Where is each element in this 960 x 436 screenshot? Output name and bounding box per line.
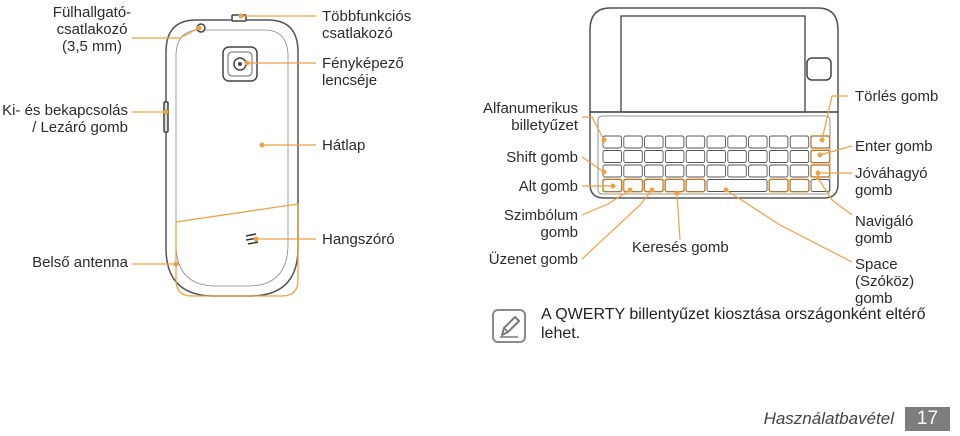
antenna-region: [175, 203, 299, 297]
callout-dots: [163, 13, 825, 267]
keyboard-key: [623, 179, 643, 192]
keyboard-key: [706, 135, 726, 149]
keyboard-key: [685, 150, 706, 163]
label-internal-antenna: Belső antenna: [32, 254, 128, 271]
keyboard-key: [664, 150, 685, 163]
function-key-highlight: [789, 178, 810, 193]
callout-lines: [132, 15, 853, 265]
keyboard-key: [706, 150, 726, 163]
keyboard-key: [602, 150, 622, 163]
keyboard-key: [644, 135, 664, 149]
keyboard-key: [664, 164, 685, 178]
label-camera-lens: Fényképező lencséje: [322, 55, 404, 89]
label-delete-key: Törlés gomb: [855, 88, 939, 105]
keyboard-key: [748, 164, 768, 178]
camera-lens-outer: [222, 46, 258, 82]
label-confirm-key: Jóváhagyó gomb: [855, 165, 928, 199]
label-multifunction-jack: Többfunkciós csatlakozó: [322, 8, 412, 42]
label-navigation-key: Navigáló gomb: [855, 213, 914, 247]
keyboard-key: [623, 164, 643, 178]
keyboard-key: [623, 135, 643, 149]
label-space-key: Space (Szóköz) gomb: [855, 256, 915, 307]
footer-section-title: Használatbavétel: [763, 409, 894, 428]
keyboard-key: [768, 150, 789, 163]
note-text: A QWERTY billentyűzet kiosztása országon…: [541, 306, 926, 342]
keyboard-key: [664, 179, 685, 192]
label-speaker: Hangszóró: [322, 231, 395, 248]
function-key-highlight: [768, 178, 789, 193]
keyboard-key: [727, 150, 747, 163]
keyboard-key: [644, 164, 664, 178]
label-headphone-jack: Fülhallgató- csatlakozó (3,5 mm): [52, 4, 132, 55]
keyboard-key: [789, 135, 810, 149]
keyboard-key: [768, 164, 789, 178]
label-power-lock-key: Ki- és bekapcsolás / Lezáró gomb: [2, 102, 128, 136]
function-key-highlight: [809, 149, 831, 164]
keyboard-key: [664, 135, 685, 149]
page-number-badge: 17: [905, 407, 950, 431]
keyboard-key: [602, 135, 622, 149]
function-key-highlight: [685, 178, 706, 193]
keyboard-key: [727, 164, 747, 178]
phone-front: [589, 7, 839, 199]
function-key-highlight: [622, 178, 644, 193]
keyboard-key: [644, 150, 664, 163]
keyboard-key: [768, 179, 789, 192]
label-alphanumeric-keyboard: Alfanumerikus billetyűzet: [482, 100, 578, 134]
label-symbol-key: Szimbólum gomb: [503, 207, 578, 241]
function-key-highlight: [664, 178, 685, 193]
function-key-highlight: [809, 134, 831, 150]
keyboard-key: [685, 164, 706, 178]
label-enter-key: Enter gomb: [855, 138, 933, 155]
keyboard-key: [810, 164, 830, 178]
keyboard-key: [685, 179, 706, 192]
keyboard-key: [768, 135, 789, 149]
label-alt-key: Alt gomb: [518, 178, 578, 195]
keyboard-key: [748, 135, 768, 149]
keyboard-key: [706, 164, 726, 178]
keyboard-key: [685, 135, 706, 149]
label-search-key: Keresés gomb: [632, 239, 729, 256]
keyboard-key: [748, 150, 768, 163]
keyboard-key: [789, 150, 810, 163]
keyboard-key: [810, 135, 830, 149]
label-message-key: Üzenet gomb: [488, 251, 578, 268]
keyboard-keys: [601, 134, 831, 193]
keyboard-key: [789, 164, 810, 178]
screen: [620, 15, 806, 113]
label-shift-key: Shift gomb: [506, 149, 578, 166]
function-key-highlight: [643, 178, 665, 193]
keyboard-key: [789, 179, 810, 192]
note-pencil-icon: [492, 309, 526, 343]
keyboard-key: [706, 179, 768, 192]
phone-back: [163, 14, 299, 297]
keyboard-key: [727, 135, 747, 149]
label-back-cover: Hátlap: [322, 137, 366, 154]
keyboard-key: [623, 150, 643, 163]
